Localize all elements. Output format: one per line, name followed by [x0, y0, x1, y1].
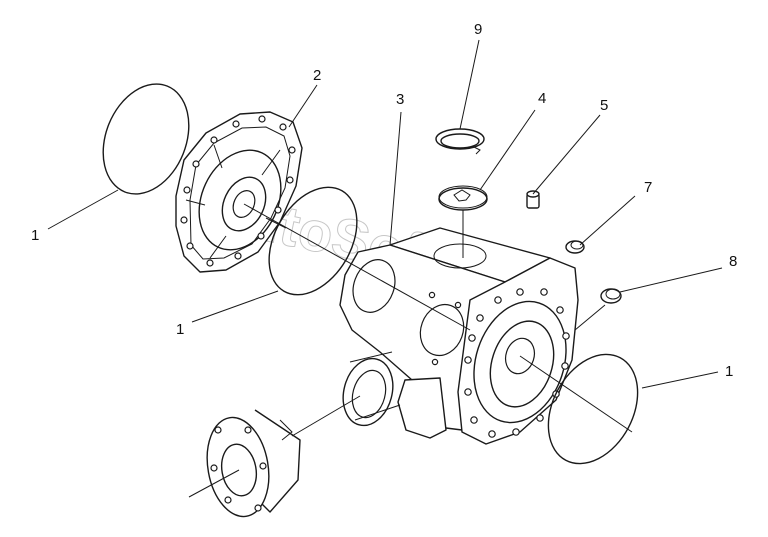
cover-plate-left [175, 111, 303, 273]
callout-7: 7 [644, 179, 652, 196]
callout-5: 5 [600, 97, 608, 114]
o-ring-right [547, 353, 639, 465]
callout-3: 3 [396, 91, 404, 108]
output-flange [206, 409, 301, 518]
centerlines [188, 203, 633, 498]
callout-1-left: 1 [31, 227, 39, 244]
o-ring-middle [268, 186, 358, 296]
callout-9: 9 [474, 21, 482, 38]
snap-ring [435, 128, 485, 155]
callout-2: 2 [313, 67, 321, 84]
o-ring-left [102, 83, 190, 195]
callout-1-middle: 1 [176, 321, 184, 338]
callout-4: 4 [538, 90, 546, 107]
callout-8: 8 [729, 253, 737, 270]
callout-1-right: 1 [725, 363, 733, 380]
breather-plug [526, 190, 540, 209]
drain-plug-upper [565, 240, 585, 254]
main-housing [339, 227, 579, 445]
drain-plug-lower [600, 288, 622, 304]
callouts: 1 1 1 2 3 4 5 7 8 9 [31, 21, 737, 380]
leader-lines [47, 39, 723, 389]
